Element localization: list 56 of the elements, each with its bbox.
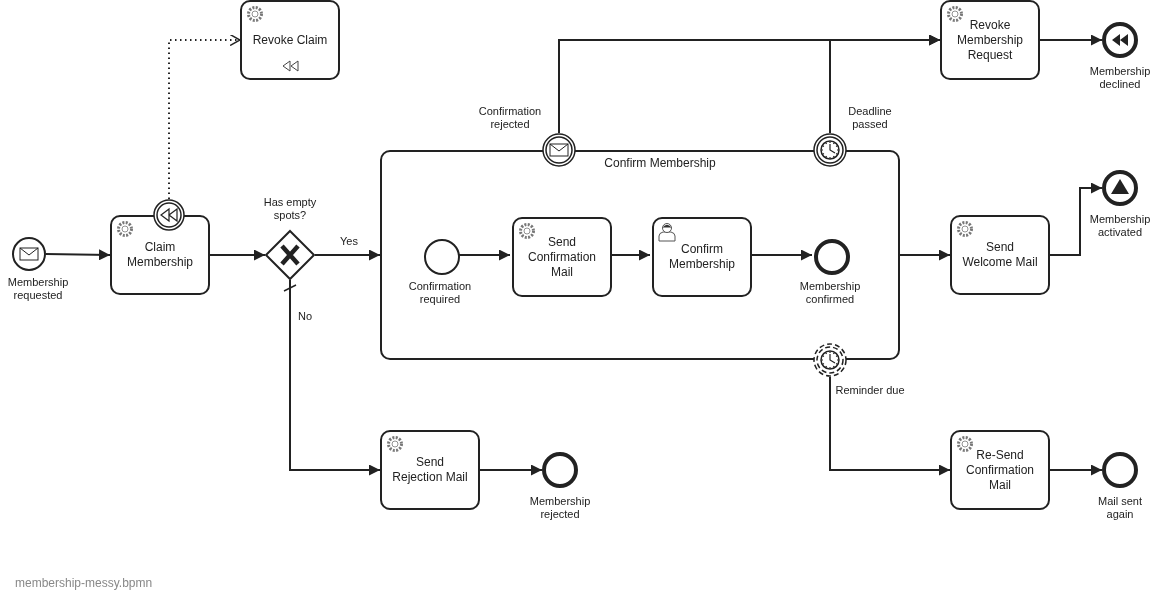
- task-box: [512, 217, 612, 297]
- sequence-flow-arrow: [45, 249, 111, 261]
- association-arrow: [168, 33, 241, 200]
- end-event: [814, 239, 850, 275]
- end-event: [1102, 22, 1138, 58]
- event-label: Confirmation rejected: [477, 105, 543, 131]
- sequence-flow-arrow: [314, 249, 381, 261]
- edge-label: No: [296, 310, 315, 323]
- sequence-flow-arrow: [1049, 182, 1103, 256]
- end-event: [1102, 452, 1138, 488]
- event-label: Membership activated: [1088, 213, 1151, 239]
- event-label: Reminder due: [835, 384, 905, 397]
- sequence-flow-arrow: [899, 249, 951, 261]
- task-label: Send Rejection Mail: [391, 455, 469, 485]
- subprocess-box: [380, 150, 900, 360]
- subprocess-label: Confirm Membership: [603, 156, 717, 170]
- event-label: Membership declined: [1088, 65, 1151, 91]
- sequence-flow-arrow: [829, 376, 951, 476]
- event-label: Confirmation required: [407, 280, 473, 306]
- start-event: [12, 237, 46, 271]
- task-label: Revoke Membership Request: [956, 17, 1024, 63]
- task-label: Claim Membership: [126, 240, 194, 270]
- boundary-event: [542, 133, 576, 167]
- end-event: [1102, 170, 1138, 206]
- file-name-label: membership-messy.bpmn: [15, 576, 153, 590]
- boundary-event: [153, 199, 185, 231]
- task-box: [652, 217, 752, 297]
- boundary-event: [813, 133, 847, 167]
- edge-label: Yes: [338, 235, 360, 248]
- event-label: Mail sent again: [1097, 495, 1143, 521]
- exclusive-gateway: [265, 230, 315, 280]
- event-label: Has empty spots?: [262, 196, 318, 222]
- event-label: Membership rejected: [528, 495, 592, 521]
- task-box: [380, 430, 480, 510]
- task-box: [950, 430, 1050, 510]
- sequence-flow-arrow: [289, 279, 381, 476]
- event-label: Membership requested: [6, 276, 70, 302]
- sequence-flow-arrow: [479, 464, 543, 476]
- task-box: [950, 215, 1050, 295]
- sequence-flow-arrow: [209, 249, 266, 261]
- event-label: Membership confirmed: [798, 280, 862, 306]
- task-label: Send Welcome Mail: [961, 240, 1039, 270]
- task-label: Revoke Claim: [251, 32, 329, 48]
- sequence-flow-arrow: [829, 34, 941, 134]
- task-box: [240, 0, 340, 80]
- task-box: [940, 0, 1040, 80]
- task-label: Re-Send Confirmation Mail: [965, 447, 1035, 493]
- end-event: [542, 452, 578, 488]
- task-label: Send Confirmation Mail: [527, 234, 597, 280]
- sequence-flow-arrow: [1049, 464, 1103, 476]
- event-label: Deadline passed: [847, 105, 893, 131]
- task-box: [110, 215, 210, 295]
- start-event: [424, 239, 460, 275]
- sequence-flow-arrow: [1039, 34, 1103, 46]
- boundary-event: [813, 343, 847, 377]
- task-label: Confirm Membership: [668, 242, 736, 272]
